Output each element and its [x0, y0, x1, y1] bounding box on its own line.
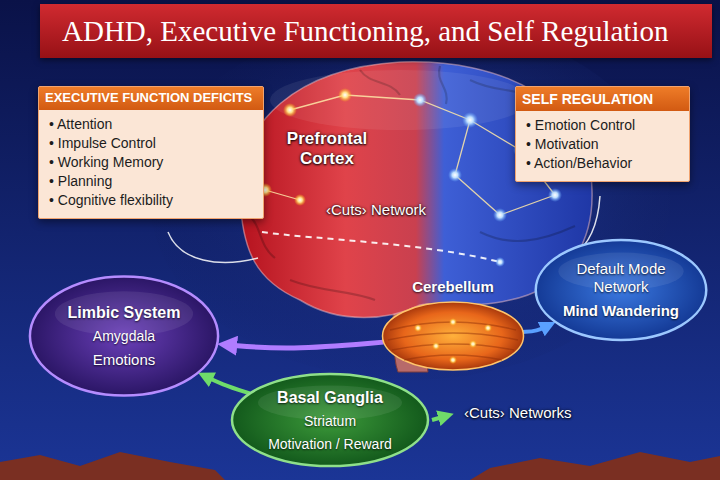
- panel-header: EXECUTIVE FUNCTION DEFICITS: [39, 87, 263, 110]
- shape-content: Default Mode NetworkMind Wandering: [550, 238, 693, 342]
- bullet-item: • Cognitive flexibility: [49, 191, 253, 210]
- node-ellipse: [232, 374, 428, 466]
- network-dot: [432, 342, 440, 350]
- gyrus: [248, 215, 275, 258]
- cerebellum-folia: [392, 344, 514, 350]
- network-dot: [484, 324, 492, 332]
- node-text: Mind Wandering: [563, 302, 679, 320]
- network-dot: [449, 318, 457, 326]
- limbic-ellipse: Limbic SystemAmygdalaEmotions: [28, 274, 220, 398]
- bullet-item: • Attention: [49, 115, 253, 134]
- bullet-item: • Emotion Control: [526, 116, 679, 135]
- network-dot: [448, 168, 462, 182]
- network-dot: [462, 112, 478, 128]
- network-label: ‹Cuts› Networks: [464, 404, 572, 422]
- bullet-item: • Motivation: [526, 135, 679, 154]
- network-dot: [414, 324, 422, 332]
- brain-gloss: [270, 70, 530, 130]
- network-ellipse: Default Mode NetworkMind Wandering: [534, 238, 708, 342]
- title-banner: ADHD, Executive Functioning, and Self Re…: [40, 4, 712, 58]
- connector-arrow: [523, 326, 548, 332]
- node-text: Cerebellum: [412, 278, 494, 296]
- bullet-item: • Impulse Control: [49, 134, 253, 153]
- region-label: Prefrontal Cortex: [266, 129, 388, 170]
- panel-header: SELF REGULATION: [516, 87, 689, 111]
- network-dot: [469, 340, 477, 348]
- shape-content: Basal GangliaStriatumMotivation / Reward: [258, 372, 402, 468]
- basal-ellipse: Basal GangliaStriatumMotivation / Reward: [230, 372, 430, 468]
- network-dot: [449, 356, 457, 364]
- network-dot: [338, 88, 352, 102]
- node-text: Default Mode Network: [550, 260, 693, 296]
- deficits-panel: EXECUTIVE FUNCTION DEFICITS• Attention• …: [38, 86, 264, 219]
- node-text: Striatum: [304, 413, 356, 430]
- cerebellum-region: Cerebellum: [378, 278, 528, 372]
- gyrus: [290, 280, 375, 300]
- mountain-silhouette: [470, 452, 720, 480]
- network-dot: [283, 103, 297, 117]
- node-text: Basal Ganglia: [277, 388, 383, 407]
- node-ellipse: [536, 240, 707, 340]
- node-text: Emotions: [93, 351, 156, 369]
- network-dashed-line: [262, 232, 500, 262]
- leader-line: [168, 232, 258, 262]
- mountain-silhouette: [0, 452, 225, 480]
- node-text: Limbic System: [68, 303, 181, 322]
- connector-arrow: [227, 342, 383, 348]
- node-text: Motivation / Reward: [268, 436, 392, 453]
- network-dot: [294, 194, 306, 206]
- bullet-item: • Planning: [49, 172, 253, 191]
- network-lines: [265, 95, 555, 215]
- network-dot: [495, 257, 505, 267]
- node-ellipse: [30, 276, 218, 395]
- bullet-item: • Working Memory: [49, 153, 253, 172]
- regulation-panel: SELF REGULATION• Emotion Control• Motiva…: [515, 86, 690, 182]
- cerebellum-folia: [388, 333, 518, 340]
- bullet-item: • Action/Behavior: [526, 154, 679, 173]
- shape-content: Cerebellum: [378, 278, 528, 296]
- panel-body: • Emotion Control• Motivation• Action/Be…: [516, 111, 689, 181]
- node-text: Amygdala: [93, 328, 155, 345]
- gyrus: [480, 226, 575, 241]
- cerebellum-shape: [383, 302, 524, 370]
- panel-body: • Attention• Impulse Control• Working Me…: [39, 110, 263, 218]
- network-dot: [413, 93, 427, 107]
- connector-arrow: [205, 376, 250, 393]
- network-arrow: [432, 416, 446, 420]
- network-label: ‹Cuts› Network: [326, 201, 426, 219]
- network-dot: [548, 188, 562, 202]
- network-dot: [493, 208, 507, 222]
- shape-content: Limbic SystemAmygdalaEmotions: [55, 274, 193, 398]
- diagram-title: ADHD, Executive Functioning, and Self Re…: [40, 4, 712, 58]
